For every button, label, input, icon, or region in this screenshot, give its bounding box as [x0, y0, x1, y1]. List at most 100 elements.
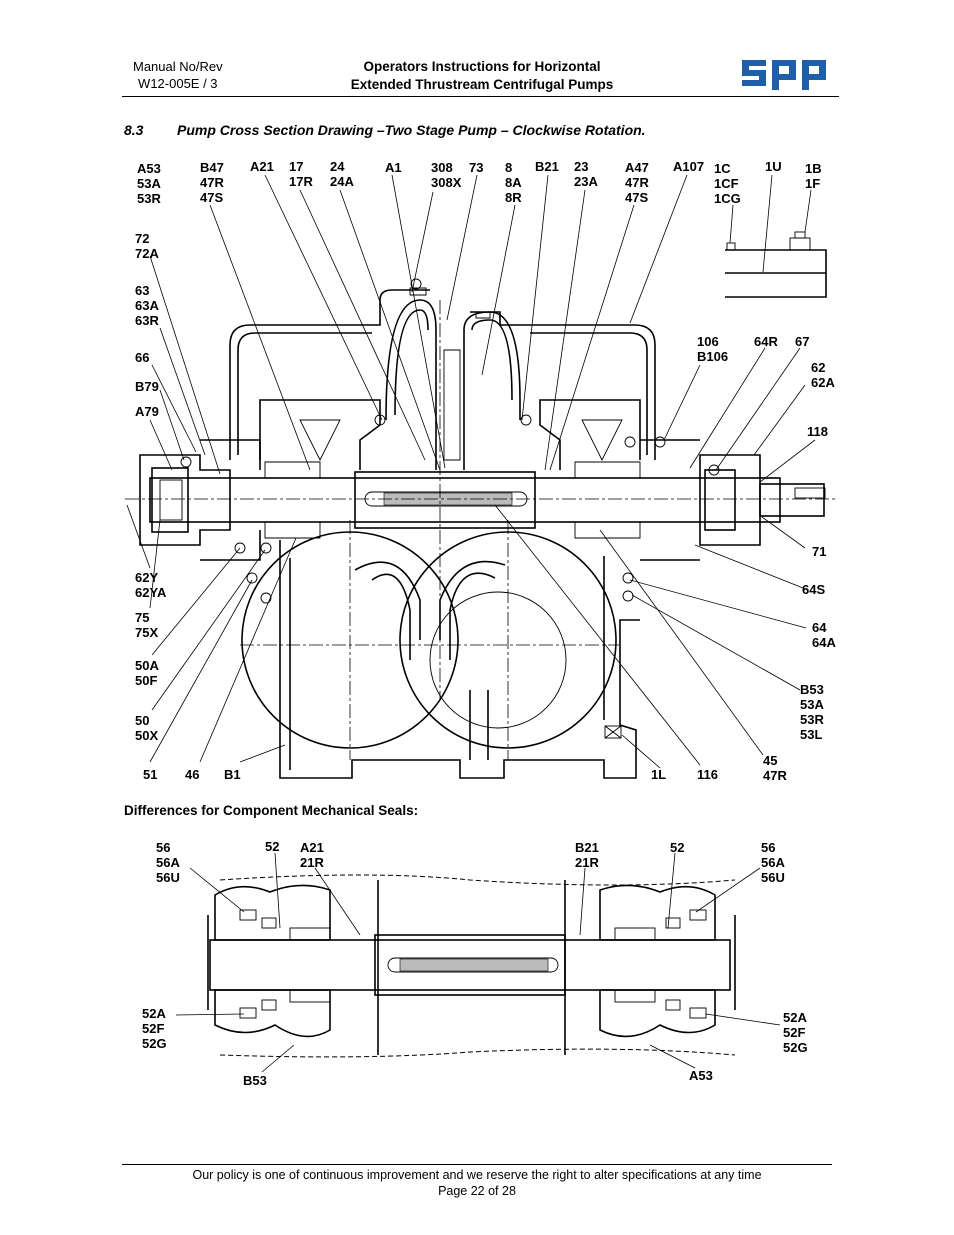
- part-label-line: 24: [330, 159, 345, 174]
- manual-number: Manual No/Rev W12-005E / 3: [133, 58, 223, 92]
- part-label-line: 53R: [137, 191, 161, 206]
- manual-value: W12-005E / 3: [138, 76, 218, 91]
- footer: Our policy is one of continuous improvem…: [122, 1167, 832, 1199]
- header-rule: [122, 96, 839, 97]
- document-title: Operators Instructions for Horizontal Ex…: [300, 58, 664, 94]
- part-label-line: 23A: [574, 174, 598, 189]
- section-title: Pump Cross Section Drawing –Two Stage Pu…: [177, 122, 646, 138]
- seal-label-l52: 52: [265, 839, 279, 854]
- seal-label-line: 56A: [761, 855, 785, 870]
- part-label-line: B21: [535, 159, 559, 174]
- part-label-line: 47S: [200, 190, 223, 205]
- part-label-line: 62Y: [135, 570, 158, 585]
- part-label-line: 8: [505, 160, 512, 175]
- part-label-line: A107: [673, 159, 704, 174]
- part-label-line: 47R: [763, 768, 787, 783]
- part-label-line: 53A: [800, 697, 824, 712]
- part-label-line: 71: [812, 544, 826, 559]
- seal-label-line: 21R: [575, 855, 599, 870]
- seal-label-line: 56U: [761, 870, 785, 885]
- part-label-line: A47: [625, 160, 649, 175]
- part-label-p73: 73: [469, 160, 483, 175]
- section-number: 8.3: [124, 122, 144, 138]
- seal-label-line: 52: [670, 840, 684, 855]
- part-label-p118: 118: [807, 424, 828, 439]
- part-label-p71: 71: [812, 544, 826, 559]
- seal-label-line: 56A: [156, 855, 180, 870]
- seal-label-line: 56U: [156, 870, 180, 885]
- part-label-line: 62A: [811, 375, 835, 390]
- part-label-line: 1B: [805, 161, 822, 176]
- seal-label-line: 56: [156, 840, 170, 855]
- part-label-p1l: 1L: [651, 767, 666, 782]
- part-label-line: 63R: [135, 313, 159, 328]
- part-label-line: 64R: [754, 334, 778, 349]
- part-label-p64r: 64R: [754, 334, 778, 349]
- part-label-line: 63A: [135, 298, 159, 313]
- part-label-line: 47S: [625, 190, 648, 205]
- part-label-line: 64: [812, 620, 827, 635]
- part-label-p67: 67: [795, 334, 809, 349]
- part-label-line: 53A: [137, 176, 161, 191]
- part-label-line: 46: [185, 767, 199, 782]
- seal-label-line: 56: [761, 840, 775, 855]
- part-label-line: 51: [143, 767, 157, 782]
- part-label-line: 45: [763, 753, 777, 768]
- spp-logo: [742, 60, 826, 90]
- part-label-line: 53R: [800, 712, 824, 727]
- part-label-p64s: 64S: [802, 582, 825, 597]
- part-label-line: A79: [135, 404, 159, 419]
- part-label-line: 50: [135, 713, 149, 728]
- part-label-p116: 116: [697, 767, 718, 782]
- footer-policy: Our policy is one of continuous improvem…: [192, 1168, 762, 1182]
- part-label-line: 50A: [135, 658, 159, 673]
- part-label-b1: B1: [224, 767, 241, 782]
- part-label-line: A53: [137, 161, 161, 176]
- seal-label-line: 21R: [300, 855, 324, 870]
- part-label-line: 62: [811, 360, 825, 375]
- seal-label-line: A21: [300, 840, 324, 855]
- seal-label-b53: B53: [243, 1073, 267, 1088]
- bearing-housings: [139, 414, 761, 739]
- part-label-p46: 46: [185, 767, 199, 782]
- part-label-line: 62YA: [135, 585, 167, 600]
- seal-label-line: 52G: [142, 1036, 167, 1051]
- part-label-line: 75: [135, 610, 149, 625]
- part-label-b21: B21: [535, 159, 559, 174]
- part-label-line: 1CF: [714, 176, 739, 191]
- part-label-line: 24A: [330, 174, 354, 189]
- pump-base: [279, 540, 640, 779]
- part-label-p1u: 1U: [765, 159, 782, 174]
- leader-lines: [126, 174, 816, 769]
- part-label-line: 66: [135, 350, 149, 365]
- part-label-a1: A1: [385, 160, 402, 175]
- part-label-line: 1C: [714, 161, 731, 176]
- seal-label-line: B21: [575, 840, 599, 855]
- title-line-1: Operators Instructions for Horizontal: [363, 59, 601, 74]
- part-label-line: A21: [250, 159, 274, 174]
- part-label-line: A1: [385, 160, 402, 175]
- vent-inset-detail: [725, 231, 827, 298]
- part-label-line: 64A: [812, 635, 836, 650]
- part-label-line: 23: [574, 159, 588, 174]
- part-label-line: 50X: [135, 728, 158, 743]
- seal-label-line: A53: [689, 1068, 713, 1083]
- part-label-line: B1: [224, 767, 241, 782]
